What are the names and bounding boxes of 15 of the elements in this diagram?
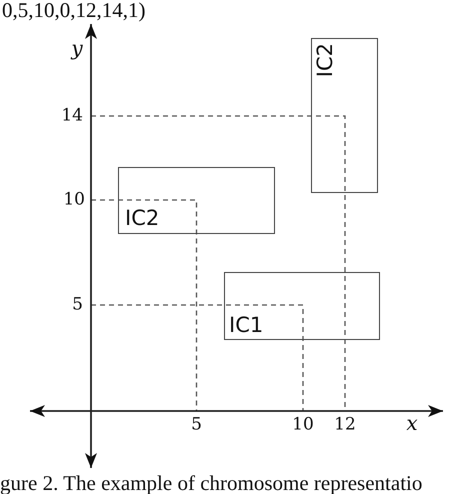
tick-label: 5 [191, 416, 202, 434]
component-box [311, 38, 378, 193]
component-label: IC2 [315, 43, 336, 78]
component-label: IC2 [125, 208, 160, 229]
component-label: IC1 [229, 315, 264, 336]
axis-label: y [71, 38, 83, 58]
axis-label: x [406, 413, 418, 433]
component-box [224, 272, 380, 340]
tick-label: 10 [292, 416, 314, 434]
tick-label: 10 [63, 192, 85, 208]
chromosome-string: 0,5,10,0,12,14,1) [2, 0, 146, 21]
tick-label: 14 [61, 108, 83, 124]
tick-label: 12 [334, 416, 356, 434]
component-box [118, 167, 275, 234]
tick-label: 5 [72, 296, 83, 314]
